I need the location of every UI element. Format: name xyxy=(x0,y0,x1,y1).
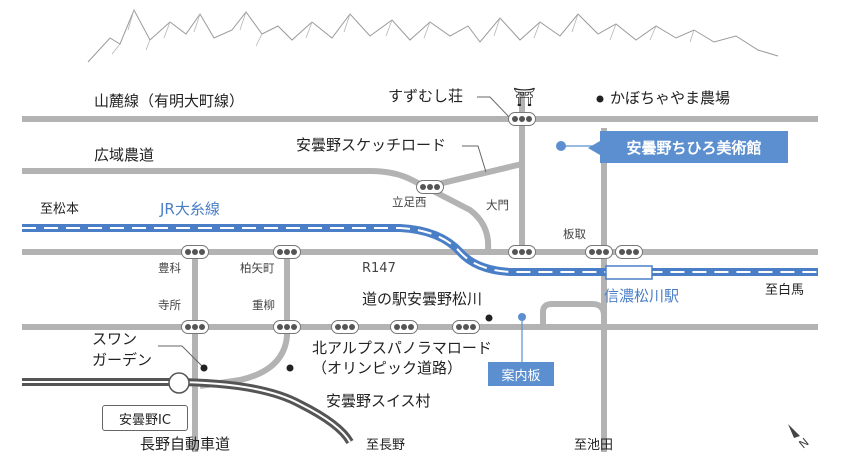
signal-panorama-1 xyxy=(331,320,359,334)
kabocha-farm-dot xyxy=(596,95,604,103)
label-tachiashi-nishi: 立足西 xyxy=(392,195,427,209)
leader-suzumushi xyxy=(477,96,511,119)
museum-label: 安曇野ちひろ美術館 xyxy=(626,138,762,157)
info-board-label: 案内板 xyxy=(501,368,541,384)
info-board-dot xyxy=(518,313,526,321)
mountain-range xyxy=(87,8,779,63)
label-itadori: 板取 xyxy=(563,227,586,241)
label-station: 信濃松川駅 xyxy=(604,287,680,305)
shrine-icon: ⛩ xyxy=(513,87,536,108)
label-koiki-road: 広域農道 xyxy=(94,146,155,164)
signal-toyoshina xyxy=(181,245,209,259)
signal-tachiashi-nishi xyxy=(416,180,444,194)
label-daimon: 大門 xyxy=(486,198,509,212)
road-koiki xyxy=(22,168,492,251)
azumino-ic-box: 安曇野IC xyxy=(102,405,188,431)
signal-terasho xyxy=(181,320,209,334)
road-sketch-road xyxy=(429,161,523,189)
label-sketch-road: 安曇野スケッチロード xyxy=(296,136,447,154)
signal-panorama-2 xyxy=(390,320,418,334)
rail-jr-oito-line-dash xyxy=(22,227,818,273)
label-michi-no-eki: 道の駅安曇野松川 xyxy=(362,290,483,308)
signal-shigeyanagi xyxy=(273,320,301,334)
museum-dot xyxy=(556,141,566,151)
signal-daimon xyxy=(508,245,536,259)
label-terasho: 寺所 xyxy=(158,298,181,312)
museum-callout-pointer xyxy=(588,141,600,155)
signal-kashiyamachi xyxy=(273,245,301,259)
label-north-alps-road: 北アルプスパノラマロード xyxy=(312,339,492,357)
signal-suzumushi xyxy=(508,112,536,126)
label-suzumushi: すずむし荘 xyxy=(388,87,464,105)
label-to-nagano: 至長野 xyxy=(366,438,406,453)
label-to-ikeda: 至池田 xyxy=(574,438,614,453)
signal-itadori xyxy=(585,245,613,259)
label-kabocha-farm: かぼちゃやま農場 xyxy=(610,89,731,107)
signal-panorama-3 xyxy=(452,320,480,334)
leader-sketch-road xyxy=(462,145,487,173)
museum-callout: 安曇野ちひろ美術館 xyxy=(600,131,788,163)
label-olympic-road: （オリンピック道路） xyxy=(312,359,463,377)
expressway-nagano-inner xyxy=(22,381,351,443)
label-shigeyanagi: 重柳 xyxy=(252,298,275,312)
label-sanroku-line: 山麓線（有明大町線） xyxy=(94,92,245,110)
label-to-matsumoto: 至松本 xyxy=(40,202,80,217)
ic-junction-circle xyxy=(168,372,190,394)
leader-swan xyxy=(158,345,205,369)
label-jr-line: JR大糸線 xyxy=(160,200,220,218)
label-swan-1: スワン xyxy=(92,330,138,348)
mountain-hatching xyxy=(111,9,695,55)
road-station-loop xyxy=(540,301,607,327)
north-arrow-icon xyxy=(788,424,800,438)
label-r147: R147 xyxy=(362,261,396,276)
label-toyoshina: 豊科 xyxy=(158,261,181,275)
signal-station xyxy=(615,245,643,259)
station-marker xyxy=(605,265,653,280)
swiss-village-dot xyxy=(286,364,294,372)
label-swiss-village: 安曇野スイス村 xyxy=(326,392,431,410)
label-to-hakuba: 至白馬 xyxy=(765,283,805,298)
info-board-badge: 案内板 xyxy=(488,362,554,386)
label-nagano-expressway: 長野自動車道 xyxy=(140,435,231,453)
label-kashiyamachi: 柏矢町 xyxy=(240,261,275,275)
label-swan-2: ガーデン xyxy=(92,351,153,369)
swan-garden-dot xyxy=(200,364,208,372)
road-kashiyamachi xyxy=(199,252,290,389)
azumino-ic-label: 安曇野IC xyxy=(119,412,171,428)
michi-no-eki-dot xyxy=(485,314,493,322)
